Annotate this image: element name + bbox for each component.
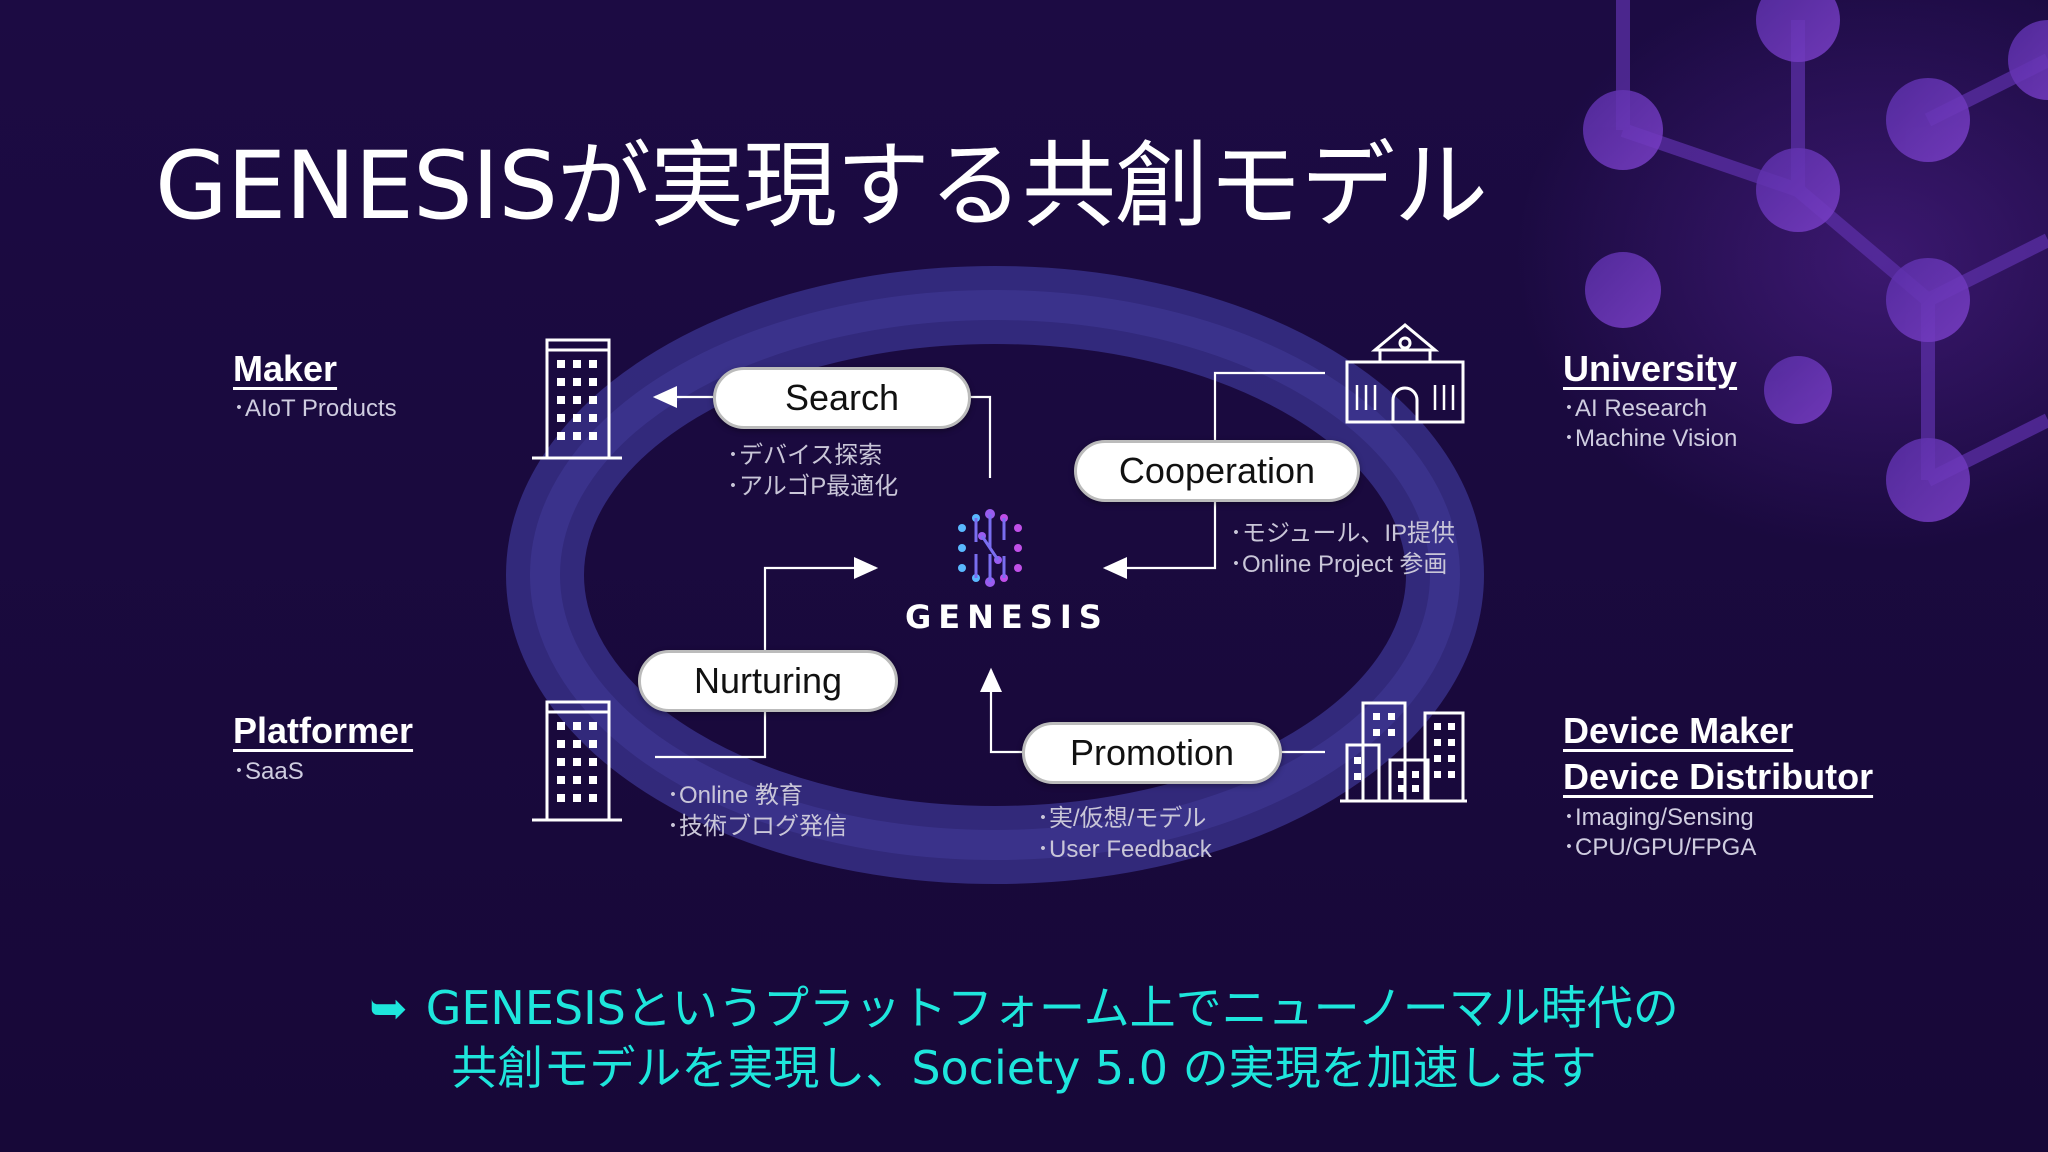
platformer-building-icon — [532, 700, 622, 822]
cooperation-detail-item: ･モジュール、IP提供 — [1230, 520, 1455, 547]
cooperation-connector — [1213, 371, 1325, 440]
nurturing-detail-item: ･技術ブログ発信 — [667, 813, 847, 840]
promotion-connector — [980, 667, 1026, 754]
footer-text-1: GENESISというプラットフォーム上でニューノーマル時代の — [425, 981, 1679, 1035]
platformer-item: ･SaaS — [233, 758, 304, 785]
device-distributor-title: Device Distributor — [1563, 756, 1874, 797]
device-item: ･CPU/GPU/FPGA — [1563, 834, 1757, 861]
maker-title: Maker — [233, 348, 338, 389]
promotion-details: ･実/仮想/モデル ･User Feedback — [1037, 803, 1212, 865]
device-items: ･Imaging/Sensing ･CPU/GPU/FPGA — [1563, 803, 1756, 863]
network-decoration — [1583, 0, 2048, 522]
cooperation-pill: Cooperation — [1074, 440, 1360, 502]
platformer-title: Platformer — [233, 710, 414, 751]
search-detail-item: ･デバイス探索 — [727, 442, 883, 469]
nurturing-detail-item: ･Online 教育 — [667, 782, 804, 809]
university-school-icon — [1345, 323, 1465, 424]
search-connector — [965, 395, 992, 478]
promotion-detail-item: ･実/仮想/モデル — [1037, 805, 1207, 832]
nurturing-connector — [655, 710, 767, 759]
genesis-logo-text: GENESIS — [905, 598, 1109, 636]
maker-item: ･AIoT Products — [233, 395, 397, 422]
cooperation-details: ･モジュール、IP提供 ･Online Project 参画 — [1230, 518, 1455, 580]
promotion-pill: Promotion — [1022, 722, 1282, 784]
university-item: ･Machine Vision — [1563, 425, 1738, 452]
footer-line-1: ➥ GENESISというプラットフォーム上でニューノーマル時代の — [0, 972, 2048, 1038]
genesis-logo-icon — [958, 509, 1022, 587]
device-item: ･Imaging/Sensing — [1563, 804, 1754, 831]
cooperation-detail-item: ･Online Project 参画 — [1230, 551, 1448, 578]
promotion-detail-item: ･User Feedback — [1037, 836, 1212, 863]
platformer-items: ･SaaS — [233, 757, 304, 787]
nurturing-pill: Nurturing — [638, 650, 898, 712]
search-detail-item: ･アルゴP最適化 — [727, 473, 899, 500]
nurturing-details: ･Online 教育 ･技術ブログ発信 — [667, 780, 847, 842]
maker-building-icon — [532, 338, 622, 460]
arrow-right-icon: ➥ — [369, 981, 408, 1035]
device-maker-title: Device Maker — [1563, 710, 1794, 751]
university-title: University — [1563, 348, 1738, 389]
search-details: ･デバイス探索 ･アルゴP最適化 — [727, 440, 898, 502]
footer-line-2: 共創モデルを実現し、Society 5.0 の実現を加速します — [451, 1041, 1597, 1095]
search-pill: Search — [713, 367, 971, 429]
university-items: ･AI Research ･Machine Vision — [1563, 394, 1737, 454]
device-city-icon — [1340, 701, 1467, 803]
university-item: ･AI Research — [1563, 395, 1708, 422]
cycle-ring — [506, 266, 1484, 884]
maker-items: ･AIoT Products — [233, 394, 397, 424]
slide-title: GENESISが実現する共創モデル — [155, 132, 1488, 241]
